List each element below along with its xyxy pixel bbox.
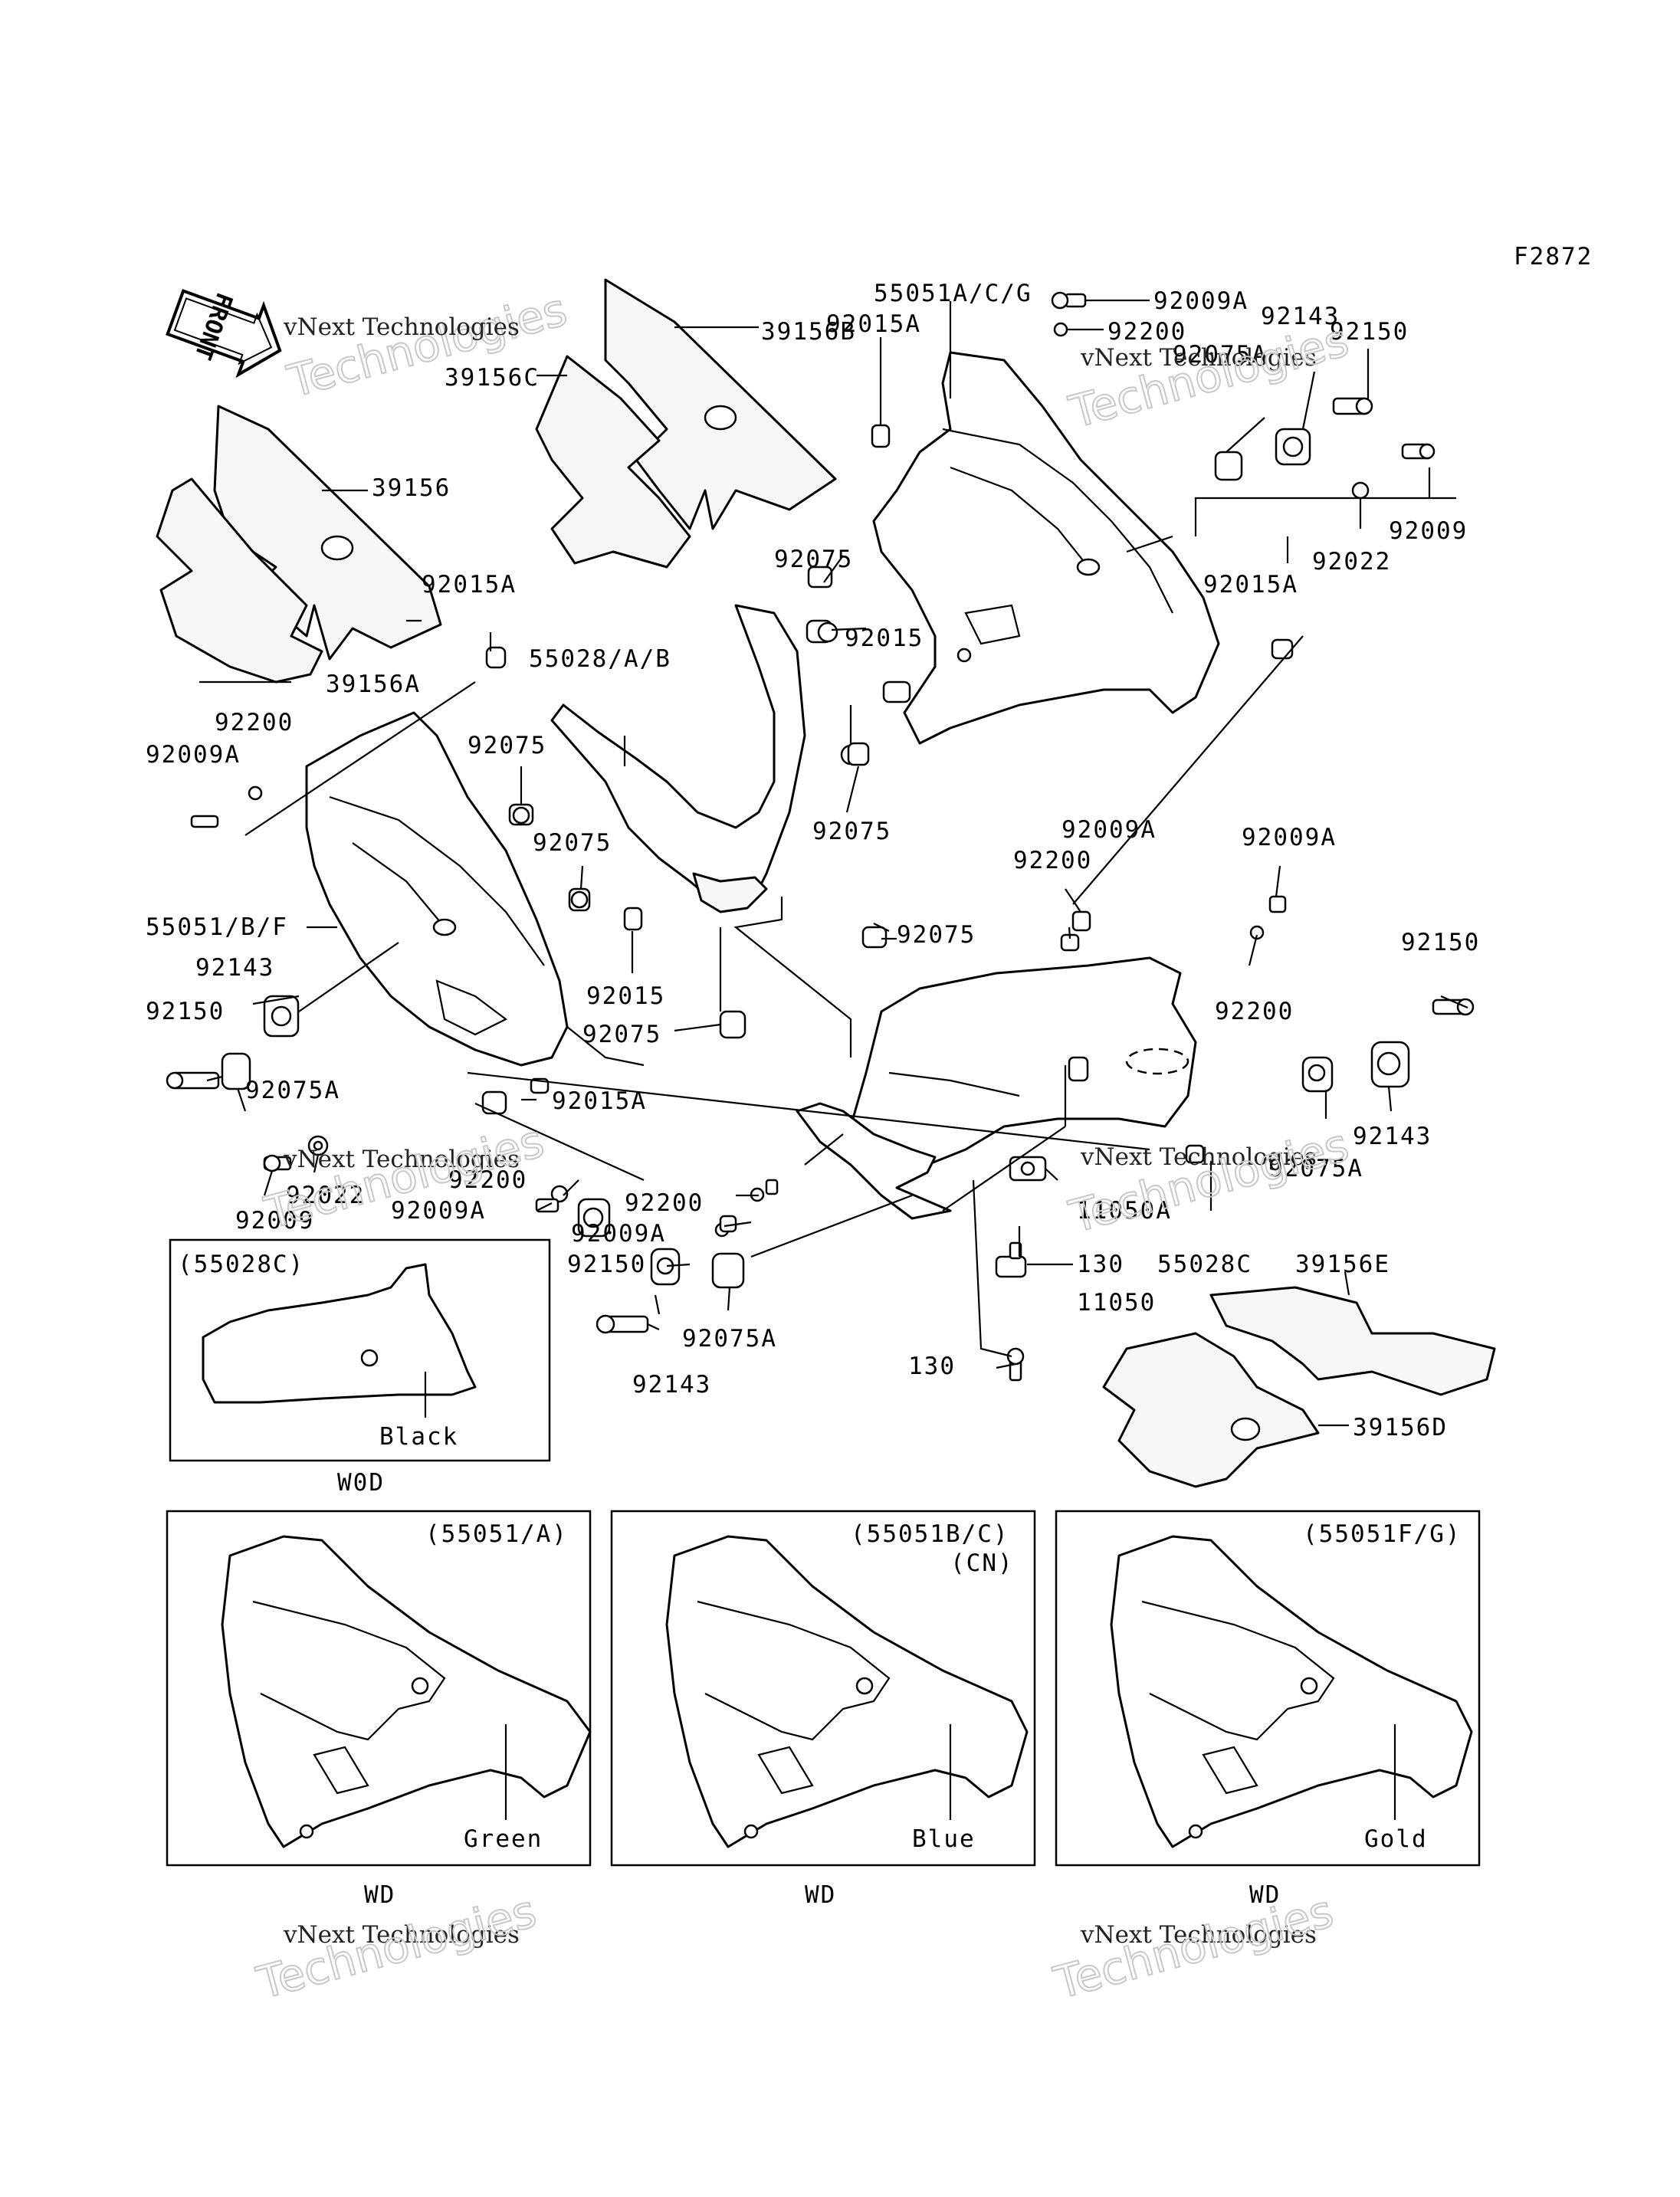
label-92075a-3: 92075A [1268, 1155, 1363, 1182]
label-92200-4: 92200 [1215, 998, 1294, 1025]
label-92200-6: 92200 [625, 1189, 704, 1217]
watermark-small-4: vNext Technologies [1080, 1143, 1317, 1171]
inset-gold: (55051F/G) Gold WD [1055, 1510, 1481, 1909]
label-92075-1: 92075 [774, 546, 853, 573]
label-92015-1: 92015 [845, 625, 924, 652]
label-92075a-1: 92075A [1173, 341, 1268, 369]
inset-w0d-color: Black [379, 1423, 458, 1451]
label-92150-2: 92150 [1401, 929, 1480, 956]
inset-w0d-cowl [202, 1263, 477, 1404]
label-92143-3: 92143 [1353, 1123, 1432, 1150]
label-92200-2: 92200 [215, 709, 294, 736]
label-11050: 11050 [1077, 1289, 1156, 1317]
label-55028c: 55028C [1157, 1251, 1252, 1278]
label-92075-4: 92075 [533, 829, 612, 857]
label-39156d: 39156D [1353, 1414, 1448, 1441]
inset-gold-caption: WD [1249, 1881, 1281, 1909]
label-92075-2: 92075 [468, 732, 546, 759]
right-side-cowl [872, 351, 1220, 745]
label-92150-4: 92150 [567, 1251, 646, 1278]
inset-blue-caption: WD [805, 1881, 836, 1909]
watermark-small-2: vNext Technologies [1080, 344, 1317, 372]
label-92015-2: 92015 [586, 982, 665, 1010]
watermark-small-3: vNext Technologies [283, 1146, 520, 1173]
inset-w0d: (55028C) Black W0D [169, 1238, 551, 1497]
part-labels: 55051A/C/G 92009A 92200 39156B 92015A 92… [146, 280, 1480, 1441]
inset-gold-title: (55051F/G) [1303, 1520, 1462, 1548]
label-92200-5: 92200 [448, 1166, 527, 1194]
label-92009a-2: 92009A [146, 741, 241, 769]
pad-39156b [604, 278, 837, 530]
label-92075-5: 92075 [897, 921, 976, 949]
label-92015a-3: 92015A [1203, 571, 1298, 598]
watermark-small-6: vNext Technologies [1080, 1921, 1317, 1949]
label-92009a-5: 92009A [391, 1197, 486, 1225]
label-11050a: 11050A [1077, 1197, 1172, 1225]
label-92009a-4: 92009A [1242, 824, 1337, 851]
label-39156: 39156 [372, 474, 451, 502]
label-92150-3: 92150 [146, 998, 225, 1025]
pad-39156d [1102, 1332, 1320, 1488]
left-side-cowl [305, 711, 569, 1067]
label-39156b: 39156B [761, 318, 856, 346]
label-92009a-6: 92009A [571, 1220, 666, 1248]
inset-green-color: Green [464, 1825, 543, 1853]
label-92143-4: 92143 [632, 1371, 711, 1399]
inset-blue-sub: (CN) [950, 1549, 1014, 1577]
label-130-1: 130 [1077, 1251, 1124, 1278]
pad-39156e [1209, 1286, 1496, 1396]
label-92200-3: 92200 [1013, 847, 1092, 874]
label-55051bf: 55051/B/F [146, 913, 288, 941]
pad-39156c [535, 355, 691, 569]
label-39156c: 39156C [445, 364, 540, 392]
inset-gold-color: Gold [1364, 1825, 1428, 1853]
label-92075-3: 92075 [812, 818, 891, 845]
label-92143-1: 92143 [1261, 303, 1340, 330]
upper-cowl-inner [692, 872, 768, 913]
label-92075a-2: 92075A [245, 1077, 340, 1104]
inset-w0d-title: (55028C) [178, 1251, 304, 1278]
leader-lines [199, 299, 1468, 1427]
label-92015a-4: 92015A [552, 1087, 647, 1115]
label-92200-1: 92200 [1107, 318, 1186, 346]
inset-blue-title: (55051B/C) [851, 1520, 1009, 1548]
label-130-2: 130 [908, 1353, 956, 1380]
watermark-small-5: vNext Technologies [283, 1921, 520, 1949]
label-92015a-2: 92015A [422, 571, 517, 598]
label-39156a: 39156A [326, 671, 421, 698]
label-92075-6: 92075 [582, 1021, 661, 1048]
inset-w0d-caption: W0D [337, 1469, 385, 1497]
label-92150-1: 92150 [1330, 318, 1409, 346]
label-55051acg: 55051A/C/G [874, 280, 1032, 307]
inset-green: (55051/A) Green WD [166, 1510, 592, 1909]
figure-code: F2872 [1514, 243, 1593, 271]
label-92009a-3: 92009A [1061, 816, 1157, 844]
inset-blue-color: Blue [912, 1825, 976, 1853]
label-92015a-1: 92015A [826, 310, 921, 338]
label-55028: 55028/A/B [529, 645, 671, 673]
label-92009a-1: 92009A [1153, 287, 1249, 315]
label-92009-1: 92009 [1389, 517, 1468, 545]
label-92075a-4: 92075A [682, 1325, 777, 1353]
label-92143-2: 92143 [195, 954, 274, 982]
inset-green-caption: WD [364, 1881, 395, 1909]
label-92022-1: 92022 [1312, 548, 1391, 575]
inset-green-title: (55051/A) [425, 1520, 568, 1548]
label-92009-2: 92009 [235, 1207, 314, 1235]
upper-cowl-55028 [550, 604, 806, 906]
label-39156e: 39156E [1295, 1251, 1390, 1278]
inset-blue: (55051B/C) (CN) Blue WD [610, 1510, 1036, 1909]
watermark-small-1: vNext Technologies [283, 313, 520, 341]
front-arrow-icon: FRONT [166, 289, 282, 379]
pad-39156a [156, 477, 323, 684]
label-92022-2: 92022 [286, 1182, 365, 1209]
